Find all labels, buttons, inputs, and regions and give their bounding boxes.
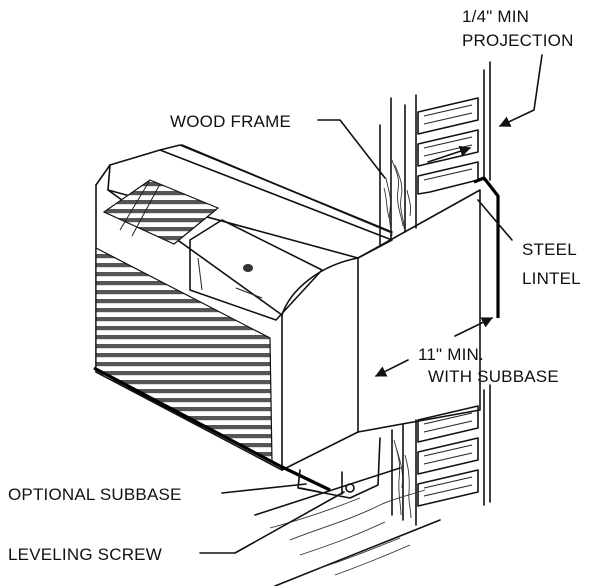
wood-frame-label: WOOD FRAME [170, 112, 291, 131]
lower-wood-grain [393, 439, 412, 519]
floor-board [254, 467, 441, 586]
min-depth-label-line1: 11" MIN. [418, 345, 484, 364]
upper-brick-courses [417, 61, 491, 195]
steel-lintel-label-line2: LINTEL [522, 269, 581, 288]
front-grille [95, 247, 273, 463]
brand-logo-icon [243, 264, 253, 272]
wood-frame-grain [383, 159, 412, 237]
min-projection-label-line1: 1/4" MIN [462, 7, 529, 26]
steel-lintel [93, 176, 500, 492]
upper-wall [379, 61, 491, 246]
min-projection-label-line2: PROJECTION [462, 31, 574, 50]
subbase [297, 437, 381, 499]
control-panel [189, 219, 323, 321]
leveling-screw-icon [345, 483, 355, 493]
steel-lintel-label-line1: STEEL [522, 240, 577, 259]
optional-subbase-label: OPTIONAL SUBBASE [8, 485, 182, 504]
leveling-screw-label: LEVELING SCREW [8, 545, 162, 564]
top-discharge-grille [102, 179, 220, 245]
leaders [199, 54, 543, 554]
min-depth-label-line2: WITH SUBBASE [428, 367, 559, 386]
lower-wall [391, 384, 491, 526]
